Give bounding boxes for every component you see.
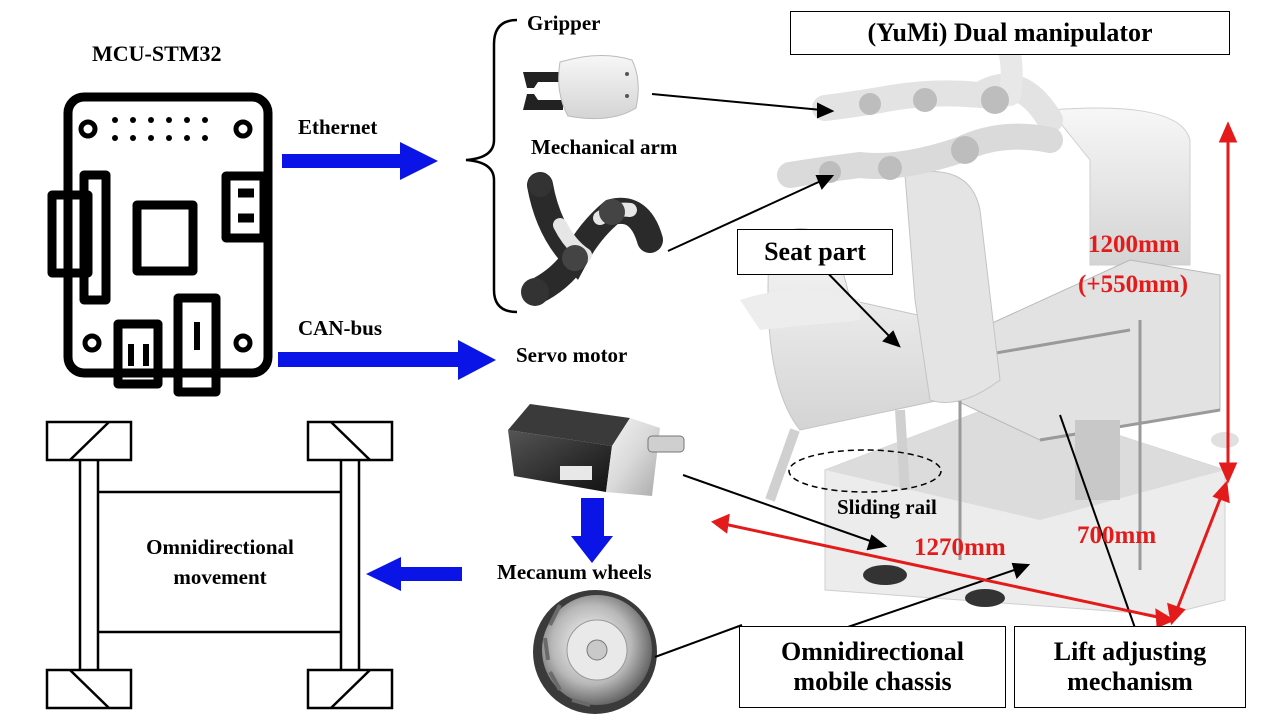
can-bus-label: CAN-bus: [298, 316, 383, 340]
sliding-rail-label: Sliding rail: [837, 495, 937, 519]
width-dimension-line: [1174, 493, 1224, 613]
chassis-label-line2: mobile chassis: [793, 667, 952, 696]
seat-part-label: Seat part: [737, 229, 893, 275]
mcu-title: MCU-STM32: [92, 41, 222, 66]
servo-motor-image: [508, 404, 685, 496]
mecanum-wheels-label: Mecanum wheels: [497, 560, 652, 584]
length-dimension-line: [723, 522, 1163, 620]
mecanum-wheel-image: [533, 590, 657, 714]
ethernet-arrow: [282, 142, 438, 180]
mechanical-arm-label: Mechanical arm: [531, 135, 678, 159]
lift-label-line2: mechanism: [1067, 667, 1193, 696]
height-dimension-label: 1200mm: [1088, 231, 1180, 258]
lift-label-line1: Lift adjusting: [1053, 637, 1207, 667]
lift-label: Lift adjusting mechanism: [1014, 626, 1246, 708]
servo-motor-label: Servo motor: [516, 343, 628, 367]
omni-movement-label-line1: Omnidirectional: [146, 535, 294, 559]
chassis-label-line1: Omnidirectional: [781, 637, 964, 667]
robot-render-image: [740, 29, 1239, 616]
gripper-label: Gripper: [527, 11, 601, 35]
leader-lines: [651, 93, 1136, 658]
chassis-label: Omnidirectional mobile chassis: [739, 626, 1006, 708]
height-extra-label: (+550mm): [1078, 271, 1189, 298]
wheels-to-movement-arrow: [366, 557, 462, 591]
dimension-arrows: [711, 121, 1238, 629]
length-dimension-label: 1270mm: [914, 534, 1006, 561]
width-dimension-label: 700mm: [1077, 522, 1157, 549]
can-bus-arrow: [278, 340, 496, 380]
mechanical-arm-image: [521, 172, 663, 306]
component-brace: [465, 18, 518, 314]
gripper-image: [523, 54, 639, 120]
ethernet-label: Ethernet: [298, 115, 378, 139]
motor-to-wheels-arrow: [571, 498, 613, 563]
omni-movement-label-line2: movement: [173, 565, 267, 589]
yumi-label: (YuMi) Dual manipulator: [790, 11, 1230, 55]
yumi-label-text: (YuMi) Dual manipulator: [867, 18, 1153, 48]
flow-arrows: [278, 142, 613, 591]
mcu-board-icon: [47, 92, 273, 397]
sliding-rail-highlight: [788, 449, 942, 493]
chassis-frame-icon: [45, 420, 394, 710]
seat-part-label-text: Seat part: [764, 237, 866, 267]
